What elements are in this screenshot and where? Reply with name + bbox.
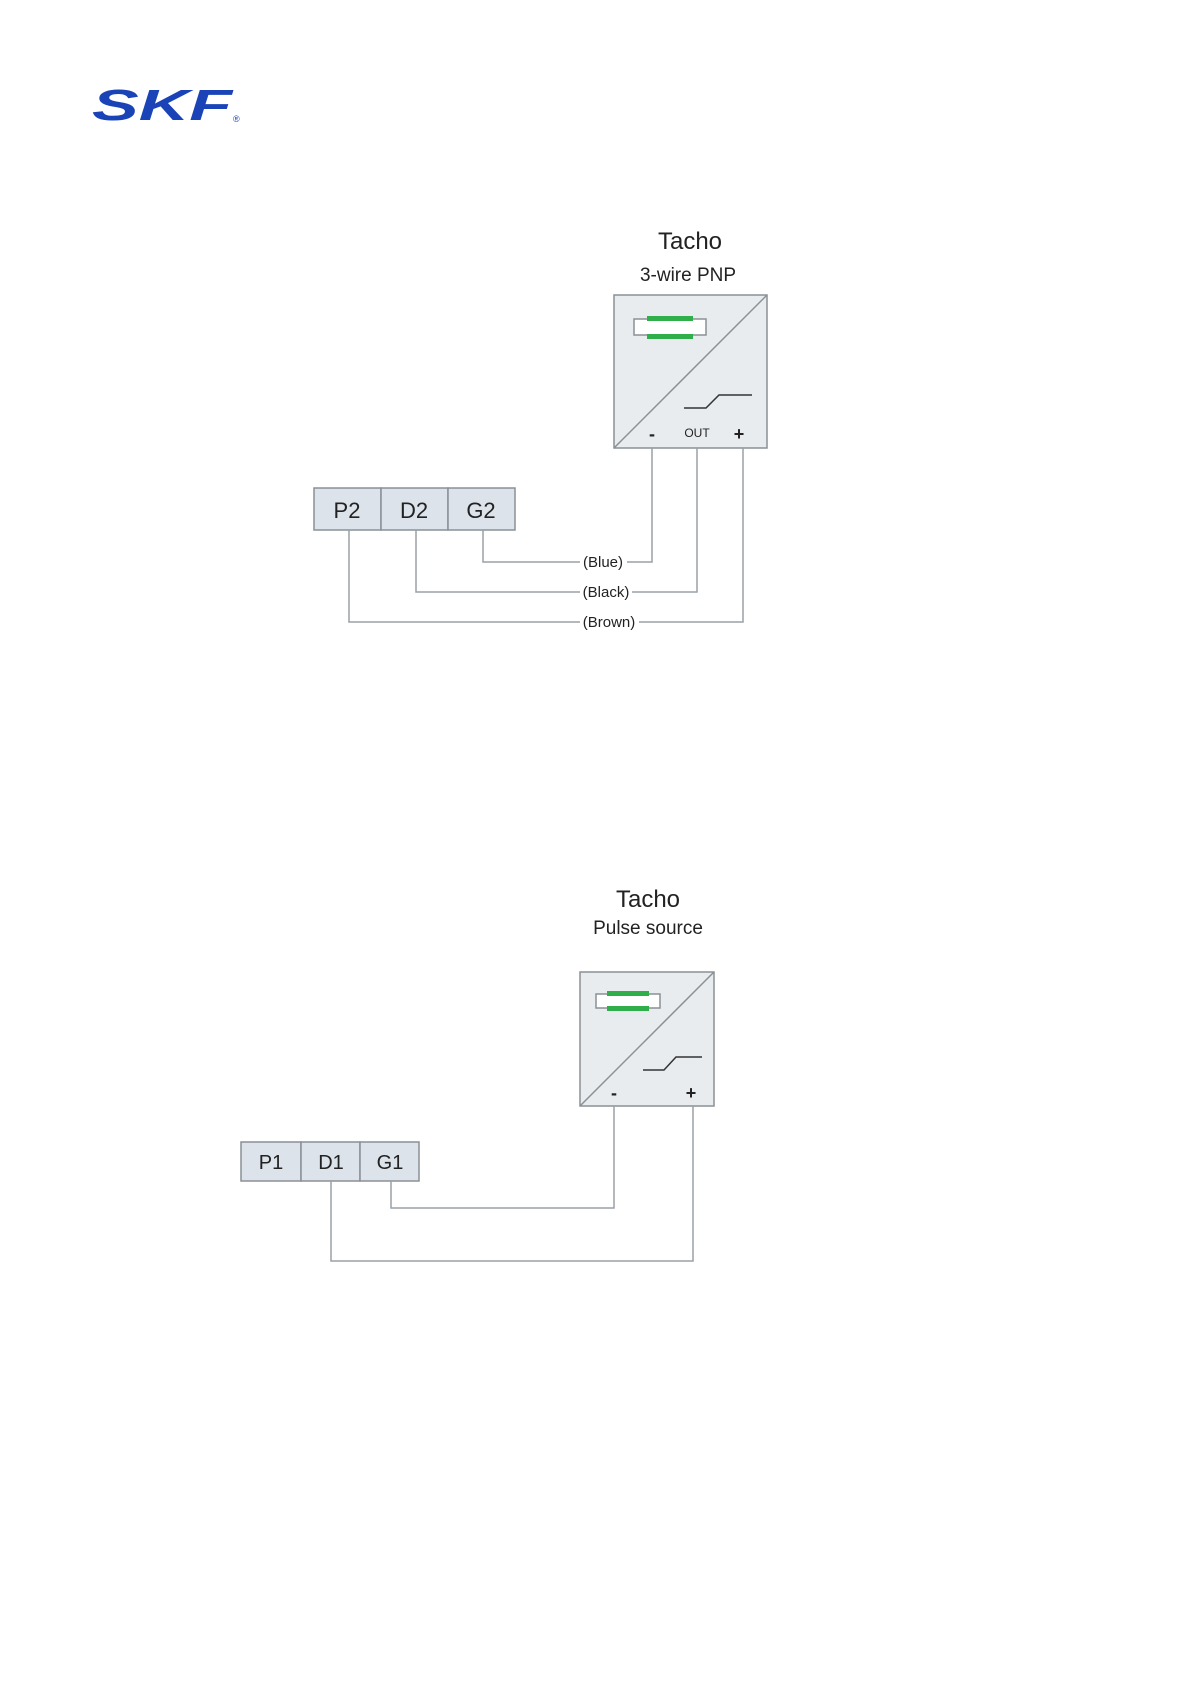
diagram1-subtitle: 3-wire PNP <box>640 265 736 286</box>
terminal-p1-label: P1 <box>259 1152 283 1174</box>
pulse-sensor-box: - + <box>580 972 714 1106</box>
wire-g1-minus <box>391 1106 614 1208</box>
terminal-g1-label: G1 <box>377 1152 404 1174</box>
wire-black-left <box>416 530 580 592</box>
pin-plus-label: + <box>686 1083 697 1103</box>
terminal-d2-label: D2 <box>400 498 428 523</box>
wire-blue-label: (Blue) <box>583 554 623 571</box>
wire-brown-left <box>349 530 580 622</box>
diagram-pulse-source: Tacho Pulse source - + P1 D1 G1 <box>241 886 714 1261</box>
terminal-p2-label: P2 <box>334 498 361 523</box>
wire-black-label: (Black) <box>583 584 630 601</box>
magnet-icon <box>634 316 706 339</box>
terminal-g2-label: G2 <box>466 498 495 523</box>
diagram-3-wire-pnp: Tacho 3-wire PNP - OUT + P2 D2 G2 <box>314 228 767 631</box>
pin-minus-label: - <box>611 1083 617 1103</box>
wire-d1-plus <box>331 1106 693 1261</box>
terminal-block-1: P1 D1 G1 <box>241 1142 419 1181</box>
wire-brown-label: (Brown) <box>583 614 636 631</box>
magnet-icon <box>596 991 660 1011</box>
diagram2-title: Tacho <box>616 886 680 913</box>
wire-black-right <box>632 448 697 592</box>
pin-out-label: OUT <box>684 426 710 440</box>
diagram1-title: Tacho <box>658 228 722 255</box>
diagram1-wires <box>349 448 743 622</box>
tacho-sensor-box: - OUT + <box>614 295 767 448</box>
diagram2-wires <box>331 1106 693 1261</box>
wire-brown-right <box>639 448 743 622</box>
wire-blue-right <box>627 448 652 562</box>
pin-plus-label: + <box>734 424 745 444</box>
diagram2-subtitle: Pulse source <box>593 918 703 939</box>
terminal-block-2: P2 D2 G2 <box>314 488 515 530</box>
wire-blue-left <box>483 530 580 562</box>
terminal-d1-label: D1 <box>318 1152 344 1174</box>
pin-minus-label: - <box>649 424 655 444</box>
